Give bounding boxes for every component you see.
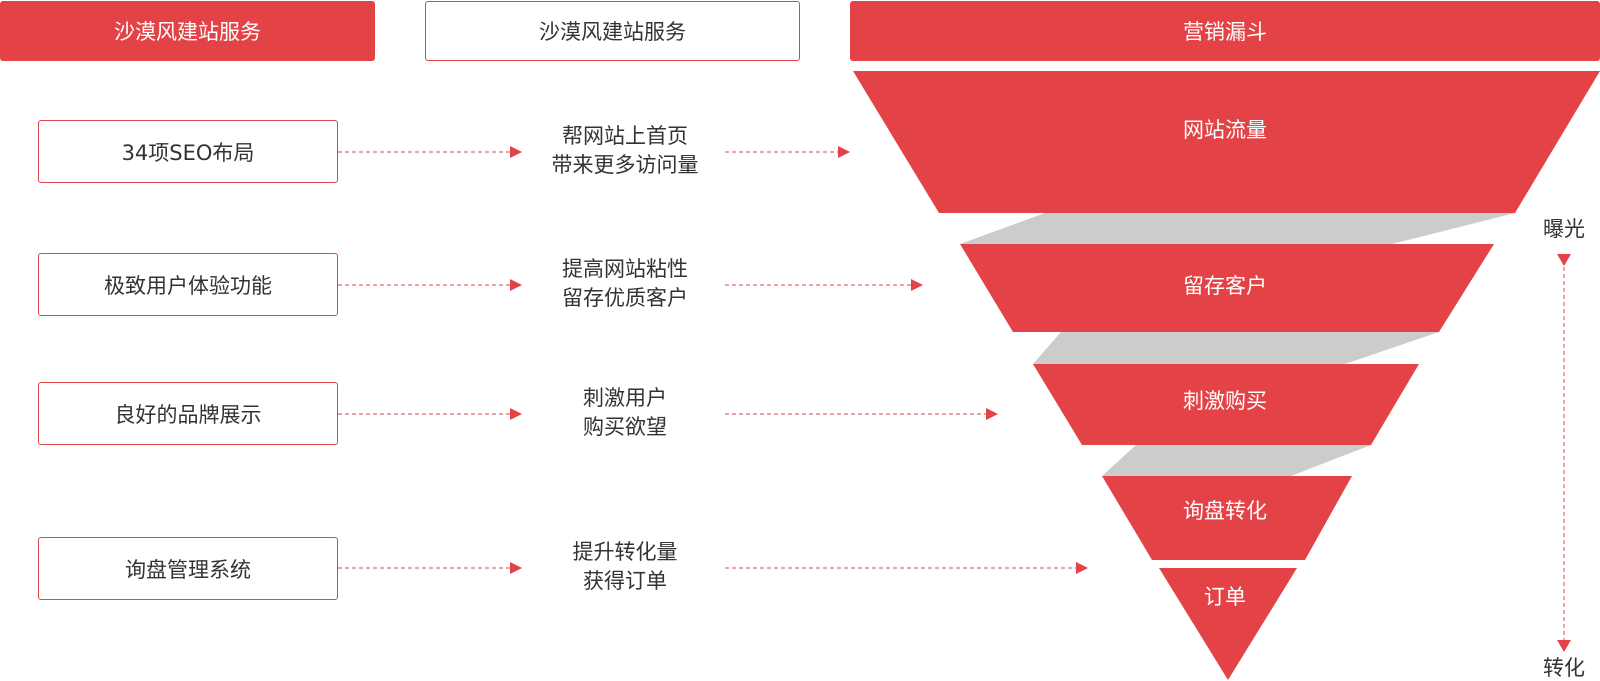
funnel-label: 刺激购买 bbox=[1183, 389, 1267, 413]
funnel-header: 营销漏斗 bbox=[850, 1, 1600, 61]
funnel-label: 网站流量 bbox=[1183, 118, 1267, 142]
funnel-connector bbox=[1033, 332, 1439, 364]
service-label: 询盘管理系统 bbox=[125, 557, 251, 582]
middle-header: 沙漠风建站服务 bbox=[425, 1, 800, 61]
benefit-text-ux: 提高网站粘性 留存优质客户 bbox=[525, 255, 725, 313]
service-box-seo: 34项SEO布局 bbox=[38, 120, 338, 183]
funnel-connector bbox=[1102, 445, 1371, 476]
service-label: 极致用户体验功能 bbox=[104, 273, 272, 298]
service-label: 良好的品牌展示 bbox=[114, 402, 262, 427]
service-box-ux: 极致用户体验功能 bbox=[38, 253, 338, 316]
benefit-line: 提高网站粘性 bbox=[562, 257, 688, 281]
axis-label-top: 曝光 bbox=[1543, 217, 1585, 241]
funnel-connector bbox=[960, 213, 1515, 244]
funnel-stage-order bbox=[1159, 568, 1297, 680]
benefit-line: 带来更多访问量 bbox=[551, 153, 699, 177]
benefit-line: 刺激用户 bbox=[583, 386, 667, 410]
funnel-header-title: 营销漏斗 bbox=[1183, 20, 1267, 44]
benefit-line: 购买欲望 bbox=[583, 415, 667, 439]
benefit-line: 留存优质客户 bbox=[562, 286, 688, 310]
funnel-label: 询盘转化 bbox=[1183, 499, 1267, 523]
axis-label-bottom: 转化 bbox=[1543, 656, 1585, 680]
funnel-stage-traffic bbox=[853, 71, 1600, 213]
benefit-text-brand: 刺激用户 购买欲望 bbox=[525, 384, 725, 442]
left-header-title: 沙漠风建站服务 bbox=[114, 20, 261, 44]
funnel-label: 订单 bbox=[1204, 585, 1246, 609]
funnel-stage-retention bbox=[960, 244, 1494, 332]
service-box-inquiry: 询盘管理系统 bbox=[38, 537, 338, 600]
benefit-text-inquiry: 提升转化量 获得订单 bbox=[525, 538, 725, 596]
benefit-line: 获得订单 bbox=[583, 569, 667, 593]
benefit-line: 提升转化量 bbox=[572, 540, 678, 564]
funnel-stage-stimulate bbox=[1033, 364, 1419, 445]
left-header: 沙漠风建站服务 bbox=[0, 1, 375, 61]
benefit-line: 帮网站上首页 bbox=[562, 124, 688, 148]
benefit-text-seo: 帮网站上首页 带来更多访问量 bbox=[525, 122, 725, 180]
service-box-brand: 良好的品牌展示 bbox=[38, 382, 338, 445]
service-label: 34项SEO布局 bbox=[121, 140, 255, 165]
middle-header-title: 沙漠风建站服务 bbox=[539, 20, 686, 44]
funnel-stage-inquiry bbox=[1102, 476, 1352, 560]
funnel-label: 留存客户 bbox=[1183, 274, 1267, 298]
